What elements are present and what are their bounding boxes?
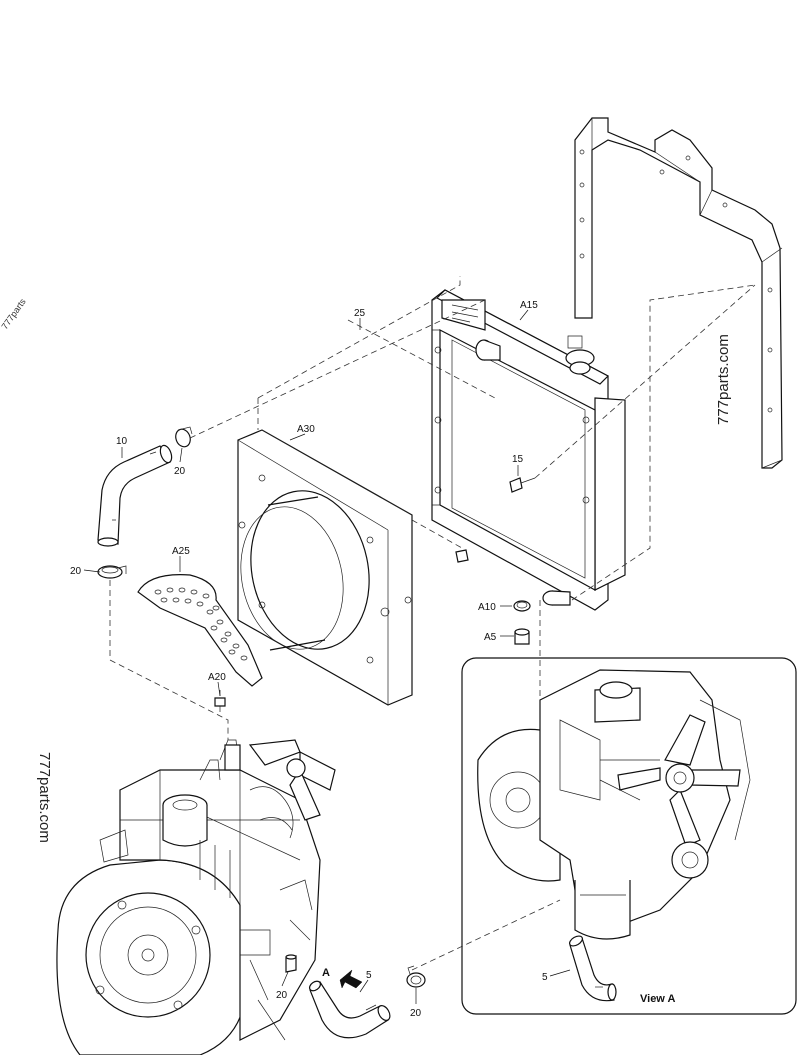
callout-5-view: 5 — [542, 972, 548, 983]
radiator-assembly — [431, 289, 626, 611]
watermark-right: 777parts.com — [715, 334, 732, 425]
callout-20-bottom-b: 20 — [410, 1008, 422, 1019]
callout-A25: A25 — [172, 546, 190, 557]
watermark-top-left: 777parts — [0, 296, 28, 331]
callout-10: 10 — [116, 436, 128, 447]
callout-20-left: 20 — [70, 566, 82, 577]
fan-guard-A25 — [137, 574, 263, 687]
view-a-label: View A — [640, 993, 676, 1005]
o-ring-A10 — [513, 600, 531, 612]
view-arrow — [339, 969, 363, 989]
view-a-detail — [461, 657, 797, 1015]
callout-A15: A15 — [520, 300, 538, 311]
watermark-left: 777parts.com — [36, 752, 53, 843]
drain-plug-A5 — [514, 628, 530, 645]
engine-main — [56, 739, 336, 1055]
callout-15: 15 — [512, 454, 524, 465]
callout-20-top: 20 — [174, 466, 186, 477]
callout-20-bottom-a: 20 — [276, 990, 288, 1001]
callout-5-bottom: 5 — [366, 970, 372, 981]
callout-A10: A10 — [478, 602, 496, 613]
leader-lines — [83, 309, 571, 1004]
clamp-20-top — [175, 426, 193, 448]
callout-A20: A20 — [208, 672, 226, 683]
upper-hose-10 — [97, 444, 173, 547]
callout-25: 25 — [354, 308, 366, 319]
clamp-20-bottom — [406, 965, 426, 988]
fan-shroud — [237, 429, 413, 706]
mounting-frame — [567, 117, 783, 469]
lower-hose-5 — [308, 980, 391, 1039]
bolt-15 — [509, 477, 536, 493]
bolt-shroud — [455, 549, 469, 563]
callout-A5: A5 — [484, 632, 497, 643]
callout-A-arrow: A — [322, 967, 330, 979]
bolt-20-bottom — [285, 954, 297, 973]
callout-A30: A30 — [297, 424, 315, 435]
bolt-A20 — [214, 697, 226, 712]
clamp-20-left — [97, 565, 127, 579]
